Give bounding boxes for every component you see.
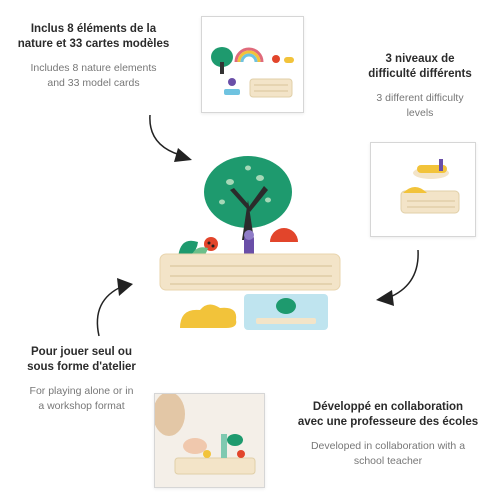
arrow-left-icon [96, 278, 133, 337]
title-line: 3 niveaux de [385, 53, 455, 65]
photo-nature-pieces [201, 16, 304, 113]
title-line: Pour jouer seul ou [31, 346, 132, 358]
photo-child-playing [154, 393, 265, 488]
feature-play-alone: Pour jouer seul ou sous forme d'atelier … [14, 345, 149, 414]
subtitle-line: 3 different difficulty [376, 92, 464, 104]
title-line: Inclus 8 éléments de la [30, 23, 157, 35]
title-line: nature et 33 cartes modèles [17, 38, 170, 50]
subtitle-line: Developed in collaboration with a [310, 440, 466, 452]
feature-difficulty-levels: 3 niveaux de difficulté différents 3 dif… [355, 52, 485, 121]
feature-play-alone-subtitle: For playing alone or in a workshop forma… [14, 384, 149, 414]
product-illustration [150, 150, 350, 330]
feature-nature-elements-title: Inclus 8 éléments de la nature et 33 car… [6, 22, 181, 52]
feature-difficulty-levels-subtitle: 3 different difficulty levels [355, 91, 485, 121]
feature-teacher-collab: Développé en collaboration avec une prof… [288, 400, 488, 469]
title-line: Développé en collaboration [312, 401, 464, 413]
feature-play-alone-title: Pour jouer seul ou sous forme d'atelier [14, 345, 149, 375]
feature-teacher-collab-title: Développé en collaboration avec une prof… [288, 400, 488, 430]
title-line: difficulté différents [368, 68, 472, 80]
photo-board-level [370, 142, 476, 237]
title-line: sous forme d'atelier [27, 361, 136, 373]
subtitle-line: Includes 8 nature elements [30, 62, 157, 74]
subtitle-line: school teacher [353, 455, 423, 467]
arrow-top-left-icon [149, 114, 192, 162]
subtitle-line: and 33 model cards [47, 77, 140, 89]
title-line: avec une professeure des écoles [297, 416, 479, 428]
feature-teacher-collab-subtitle: Developed in collaboration with a school… [288, 439, 488, 469]
arrow-right-icon [376, 249, 419, 306]
feature-nature-elements-subtitle: Includes 8 nature elements and 33 model … [6, 61, 181, 91]
feature-nature-elements: Inclus 8 éléments de la nature et 33 car… [6, 22, 181, 91]
tree-canopy-icon [204, 156, 292, 228]
subtitle-line: a workshop format [38, 400, 125, 412]
subtitle-line: levels [406, 107, 434, 119]
subtitle-line: For playing alone or in [29, 385, 134, 397]
feature-difficulty-levels-title: 3 niveaux de difficulté différents [355, 52, 485, 82]
